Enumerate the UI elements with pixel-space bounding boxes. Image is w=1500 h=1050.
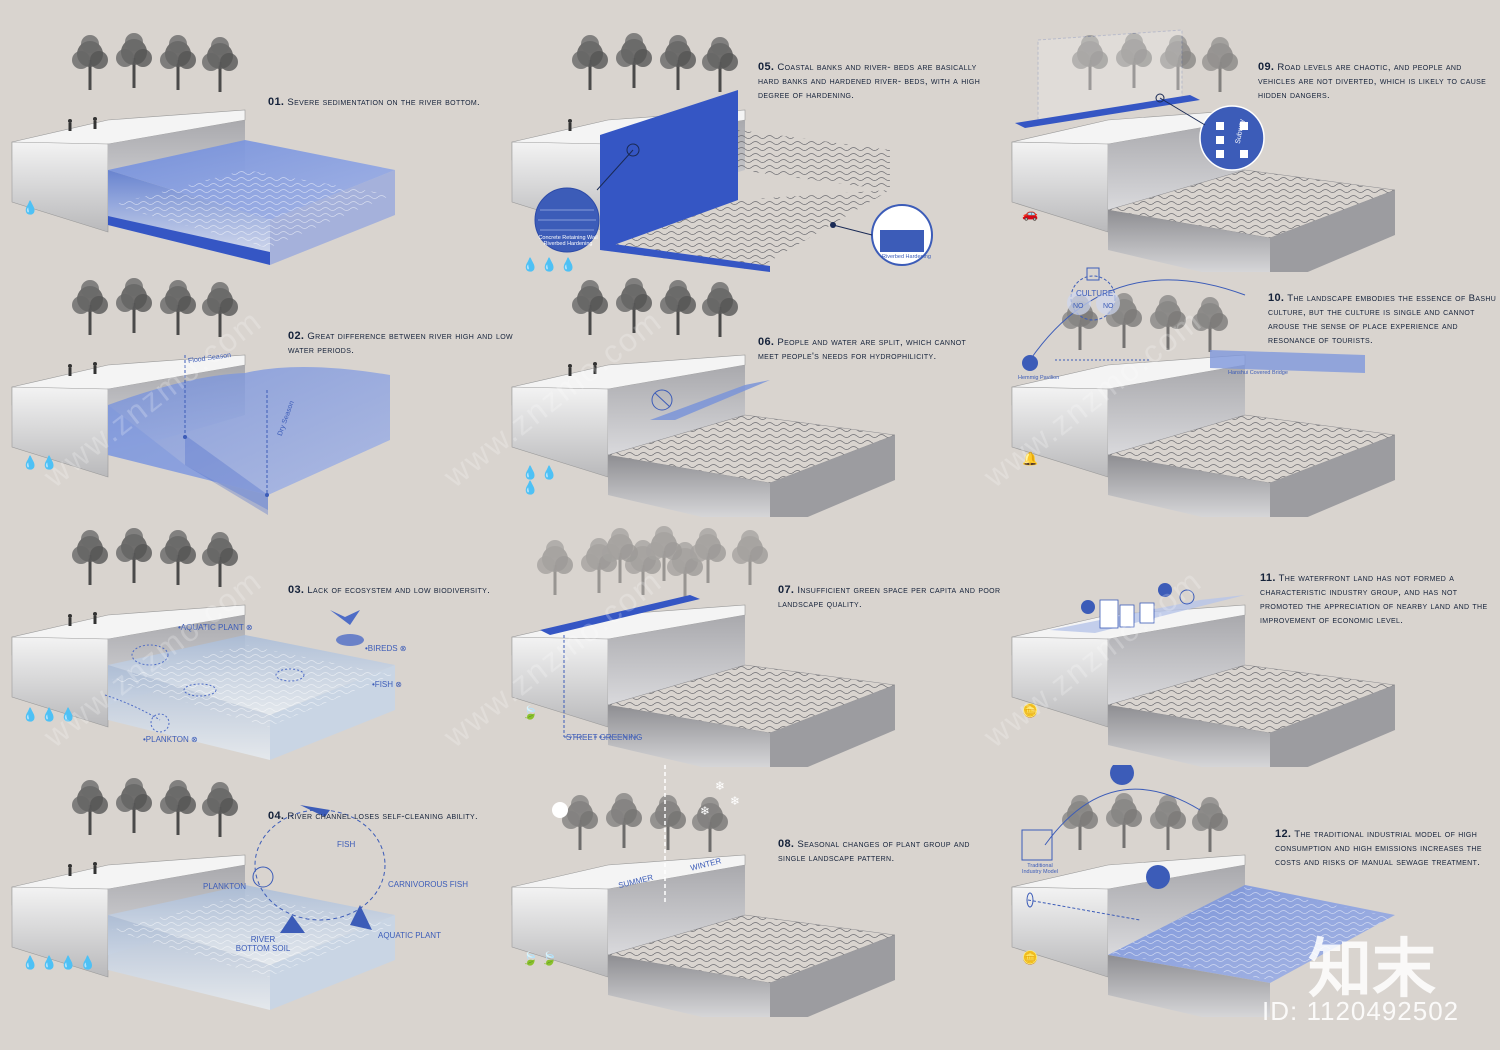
pavilion-label: Hemmig Pavilion	[1018, 375, 1060, 381]
svg-text:❄: ❄	[700, 804, 710, 818]
panel-11-diagram	[1011, 583, 1396, 767]
panel-07: Street Greening 07. Insufficient green s…	[500, 515, 1000, 767]
bireds-label: •Bireds ⊗	[365, 644, 407, 653]
panel-07-text: Insufficient green space per capita and …	[778, 585, 1001, 610]
culture-label: Culture	[1076, 289, 1114, 298]
fish-label: •Fish ⊗	[372, 680, 402, 689]
trad-model-label: Traditional Industry Model	[1021, 863, 1059, 875]
panel-10-diagram	[1011, 267, 1396, 517]
panel-01-text: Severe sedimentation on the river bottom…	[287, 97, 481, 108]
cycle-aquatic-label: Aquatic Plant	[378, 931, 441, 940]
panel-11-caption: 11. The waterfront land has not formed a…	[1260, 571, 1490, 628]
panel-04-severity-icons: 💧💧💧💧	[22, 955, 99, 970]
image-id: ID: 1120492502	[1262, 996, 1460, 1026]
panel-09: Subway 09. Road levels are chaotic, and …	[1000, 20, 1500, 272]
panel-08-text: Seasonal changes of plant group and sing…	[778, 839, 970, 864]
panel-10-severity-icons: 🔔	[1022, 451, 1042, 466]
panel-03-diagram	[11, 515, 395, 760]
panel-02-caption: 02. Great difference between river high …	[288, 329, 518, 358]
aquatic-plant-label: •Aquatic plant ⊗	[178, 623, 253, 632]
panel-02-severity-icons: 💧💧	[22, 455, 61, 470]
panel-02-number: 02.	[288, 330, 305, 342]
panel-04: Fish Plankton Carnivorous Fish River Bot…	[0, 765, 500, 1017]
panel-08-number: 08.	[778, 838, 795, 850]
panel-02-diagram	[11, 265, 390, 515]
panel-11-number: 11.	[1260, 572, 1276, 584]
panel-04-caption: 04. River channel loses self-cleaning ab…	[268, 809, 498, 824]
panel-02-text: Great difference between river high and …	[288, 331, 513, 356]
panel-05-diagram	[511, 20, 933, 272]
panel-06-caption: 06. People and water are split, which ca…	[758, 335, 988, 364]
svg-text:❄: ❄	[715, 779, 725, 793]
panel-04-diagram	[11, 765, 395, 1010]
svg-text:❄: ❄	[730, 794, 740, 808]
panel-10: Culture NO NO Hemmig Pavilion Hanshui Co…	[1000, 265, 1500, 517]
riverbed-label: Riverbed Hardening	[882, 254, 931, 260]
panel-09-text: Road levels are chaotic, and people and …	[1258, 62, 1487, 101]
panel-08-caption: 08. Seasonal changes of plant group and …	[778, 837, 993, 866]
panel-07-caption: 07. Insufficient green space per capita …	[778, 583, 1008, 612]
panel-05-caption: 05. Coastal banks and river- beds are ba…	[758, 60, 988, 103]
panel-05-text: Coastal banks and river- beds are basica…	[758, 62, 981, 101]
panel-10-caption: 10. The landscape embodies the essence o…	[1268, 291, 1498, 348]
panel-09-diagram	[1011, 29, 1396, 272]
panel-01-severity-icons: 💧	[22, 200, 42, 215]
panel-11-severity-icons: 🪙	[1022, 703, 1042, 718]
panel-06-number: 06.	[758, 336, 775, 348]
panel-07-diagram	[511, 515, 896, 767]
cycle-fish-label: Fish	[337, 840, 356, 849]
culture-no-2-label: NO	[1103, 303, 1114, 310]
panel-03-text: Lack of ecosystem and low biodiversity.	[307, 585, 491, 596]
concrete-label: Concrete Retaining Wall Riverbed Hardeni…	[538, 235, 598, 247]
panel-09-severity-icons: 🚗	[1022, 206, 1042, 221]
bridge-label: Hanshui Covered Bridge	[1228, 370, 1288, 376]
panel-09-caption: 09. Road levels are chaotic, and people …	[1258, 60, 1488, 103]
panel-03-number: 03.	[288, 584, 305, 596]
panel-12-diagram	[1011, 765, 1395, 1017]
panel-09-number: 09.	[1258, 61, 1275, 73]
panel-06: 06. People and water are split, which ca…	[500, 265, 1000, 517]
panel-12-caption: 12. The traditional industrial model of …	[1275, 827, 1495, 870]
panel-01: 01. Severe sedimentation on the river bo…	[0, 20, 500, 272]
panel-10-number: 10.	[1268, 292, 1285, 304]
panel-07-number: 07.	[778, 584, 795, 596]
panel-01-number: 01.	[268, 96, 285, 108]
panel-12-severity-icons: 🪙	[1022, 950, 1042, 965]
street-greening-label: Street Greening	[566, 733, 643, 742]
site-logo: 知末	[1308, 933, 1436, 1005]
panel-05-number: 05.	[758, 61, 775, 73]
panel-02: Flood Season Dry Season 02. Great differ…	[0, 265, 513, 517]
panel-04-number: 04.	[268, 810, 285, 822]
cycle-plankton-label: Plankton	[203, 882, 246, 891]
panel-03: •Aquatic plant ⊗ •Bireds ⊗ •Fish ⊗ •Plan…	[0, 515, 500, 767]
panel-04-text: River channel loses self-cleaning abilit…	[287, 811, 479, 822]
panel-03-severity-icons: 💧💧💧	[22, 707, 80, 722]
panel-08: ❄ ❄ ❄ Summer Winter 08. Seasonal changes…	[500, 765, 1000, 1017]
panel-08-diagram: ❄ ❄ ❄	[511, 765, 896, 1017]
panel-12-number: 12.	[1275, 828, 1292, 840]
panel-06-severity-icons: 💧💧💧	[522, 465, 561, 495]
panel-11-text: The waterfront land has not formed a cha…	[1260, 573, 1488, 626]
panel-08-severity-icons: 🍃🍃	[522, 951, 561, 966]
panel-01-diagram	[11, 20, 395, 265]
panel-11: 11. The waterfront land has not formed a…	[1000, 515, 1500, 767]
panel-07-severity-icons: 🍃	[522, 705, 542, 720]
panel-03-caption: 03. Lack of ecosystem and low biodiversi…	[288, 583, 518, 598]
panel-10-text: The landscape embodies the essence of Ba…	[1268, 293, 1497, 346]
panel-05: Concrete Retaining Wall Riverbed Hardeni…	[500, 20, 1000, 272]
panel-12: Traditional Industry Model 12. The tradi…	[1000, 765, 1500, 1017]
panel-06-diagram	[511, 265, 896, 517]
panel-05-severity-icons: 💧💧💧	[522, 257, 580, 272]
panel-12-text: The traditional industrial model of high…	[1275, 829, 1482, 868]
cycle-carnivorous-label: Carnivorous Fish	[388, 880, 469, 889]
culture-no-1-label: NO	[1073, 303, 1084, 310]
plankton-label: •Plankton ⊗	[143, 735, 198, 744]
cycle-soil-label: River Bottom Soil	[235, 935, 291, 953]
panel-01-caption: 01. Severe sedimentation on the river bo…	[268, 95, 498, 110]
panel-06-text: People and water are split, which cannot…	[758, 337, 967, 362]
